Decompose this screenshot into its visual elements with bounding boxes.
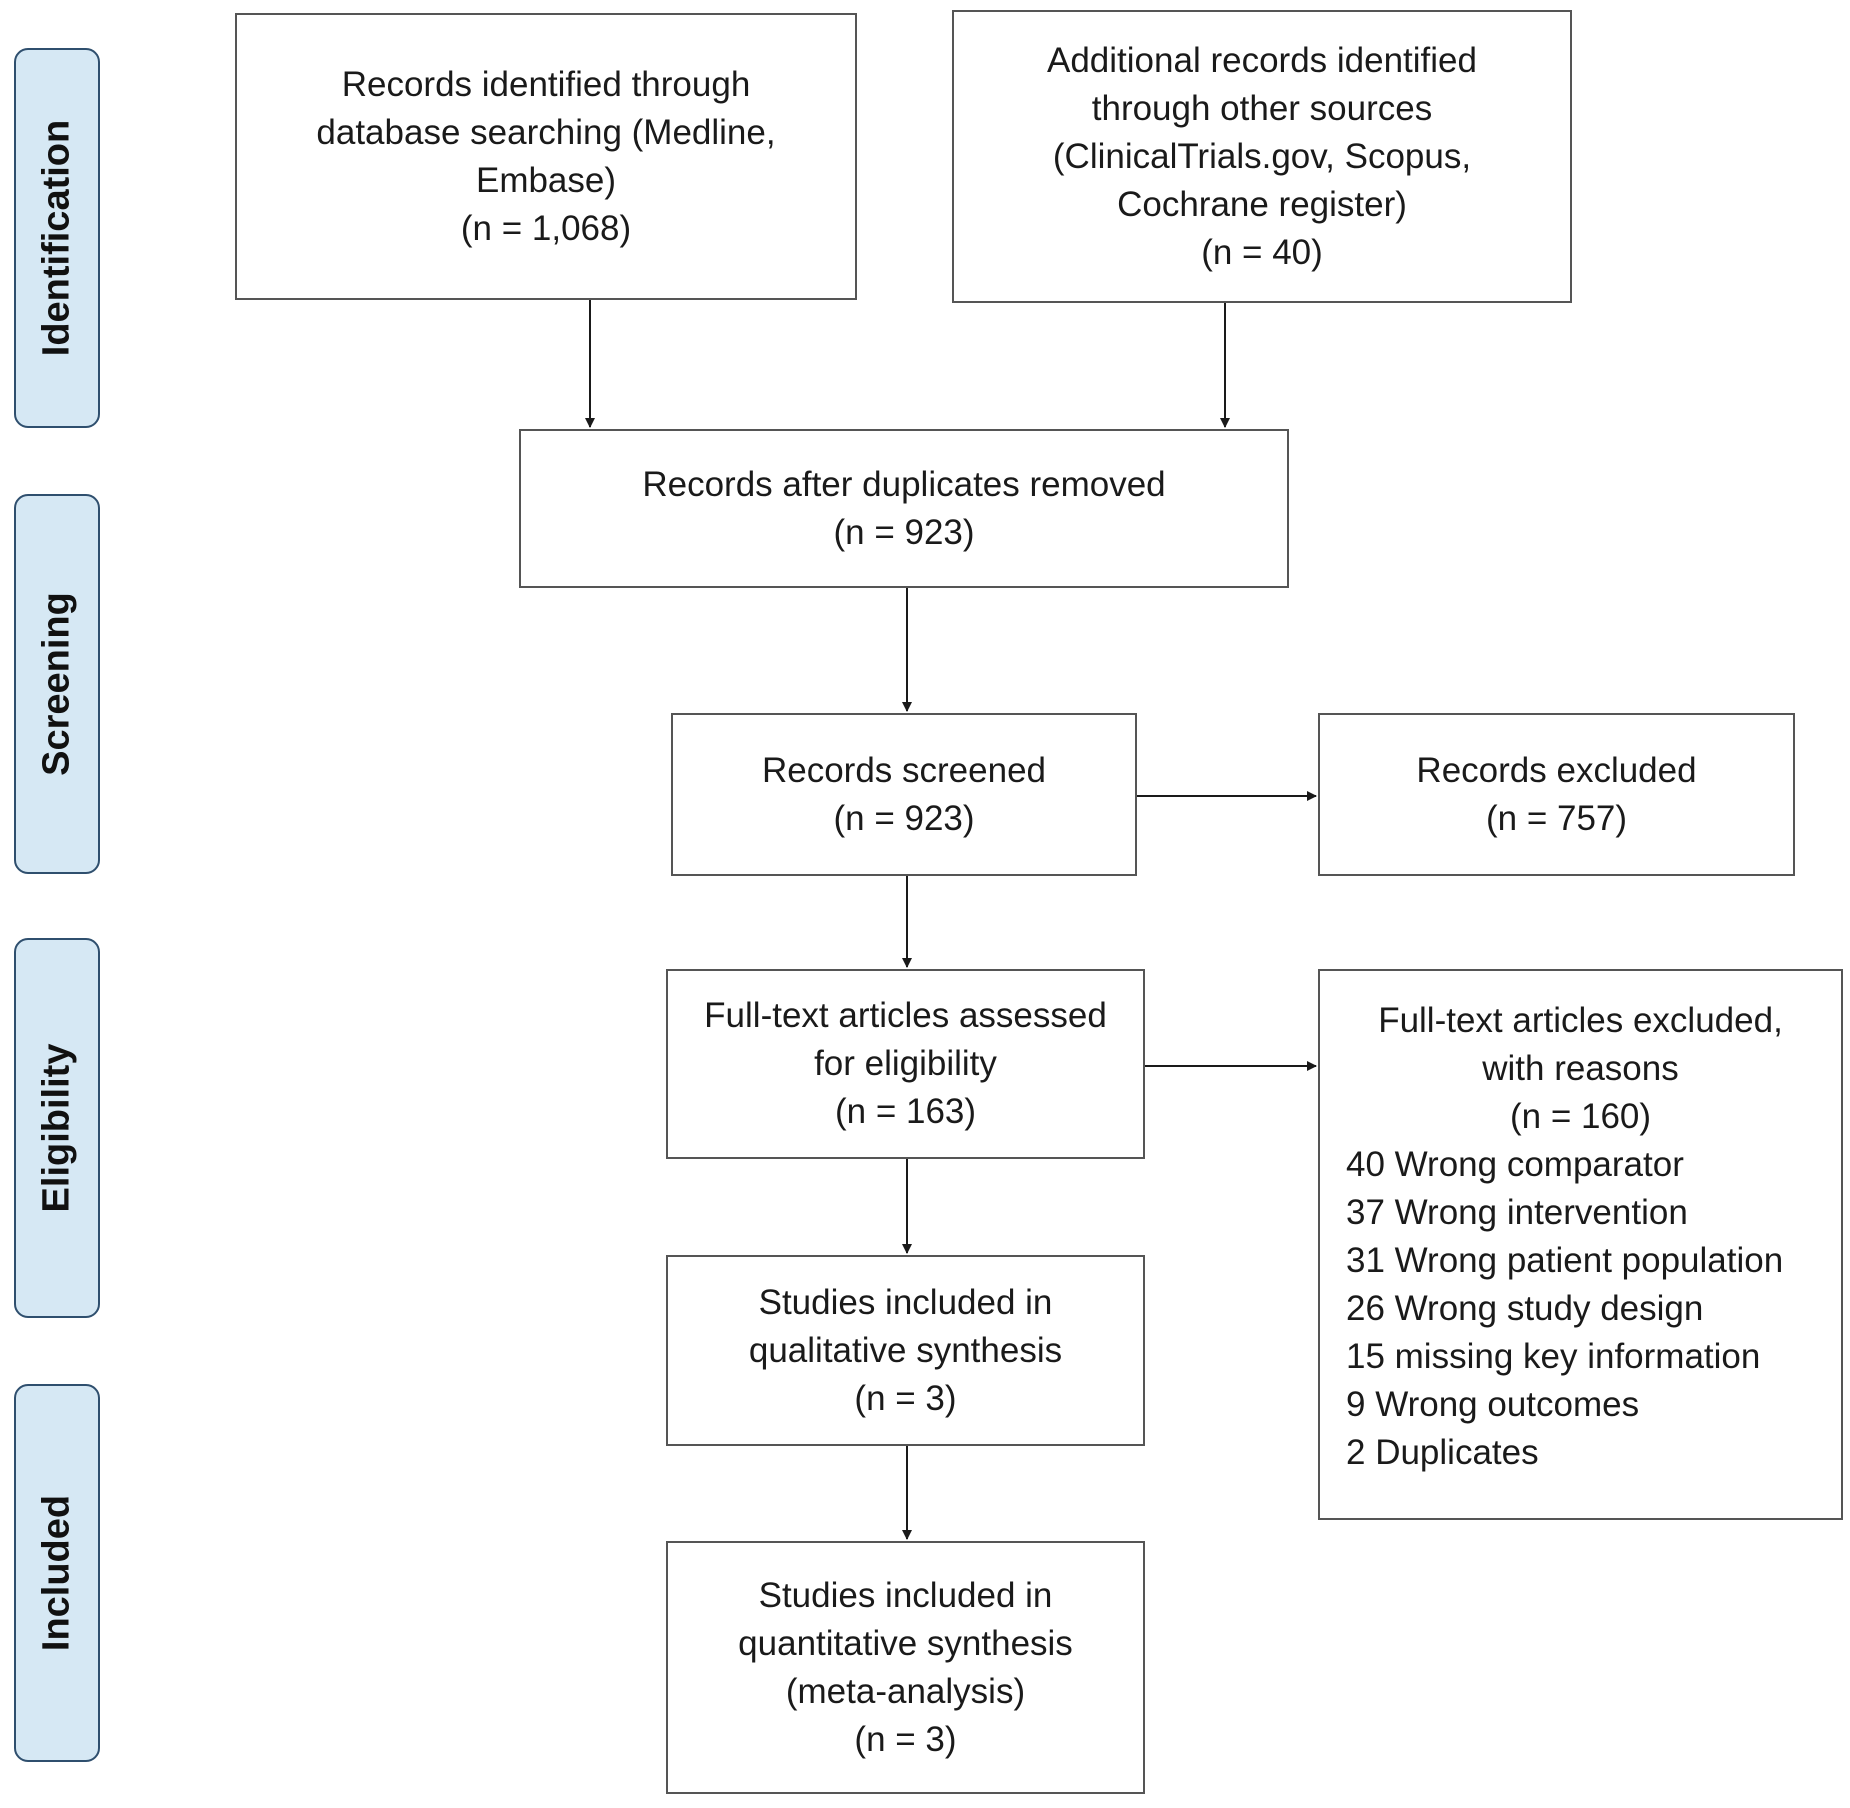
exclusion-reason-list: 40 Wrong comparator 37 Wrong interventio… [1320,1141,1841,1477]
box-records-excluded: Records excluded (n = 757) [1318,713,1795,876]
box-other-sources: Additional records identified through ot… [952,10,1572,303]
stage-screening: Screening [14,494,100,874]
box-qualitative-synthesis: Studies included in qualitative synthesi… [666,1255,1145,1446]
box-fulltext-assessed: Full-text articles assessed for eligibil… [666,969,1145,1159]
exclusion-reason: 2 Duplicates [1346,1433,1539,1472]
box-records-screened: Records screened (n = 923) [671,713,1137,876]
stage-included: Included [14,1384,100,1762]
exclusion-reason: 9 Wrong outcomes [1346,1385,1640,1424]
exclusion-reason: 31 Wrong patient population [1346,1241,1784,1280]
exclusion-reason: 15 missing key information [1346,1337,1761,1376]
stage-eligibility: Eligibility [14,938,100,1318]
box-duplicates-removed: Records after duplicates removed (n = 92… [519,429,1289,588]
box-fulltext-excluded: Full-text articles excluded, with reason… [1318,969,1843,1520]
stage-identification: Identification [14,48,100,428]
box-database-records: Records identified through database sear… [235,13,857,300]
box-quantitative-synthesis: Studies included in quantitative synthes… [666,1541,1145,1794]
exclusion-reason: 26 Wrong study design [1346,1289,1704,1328]
exclusion-reason: 37 Wrong intervention [1346,1193,1688,1232]
exclusion-reason: 40 Wrong comparator [1346,1145,1684,1184]
